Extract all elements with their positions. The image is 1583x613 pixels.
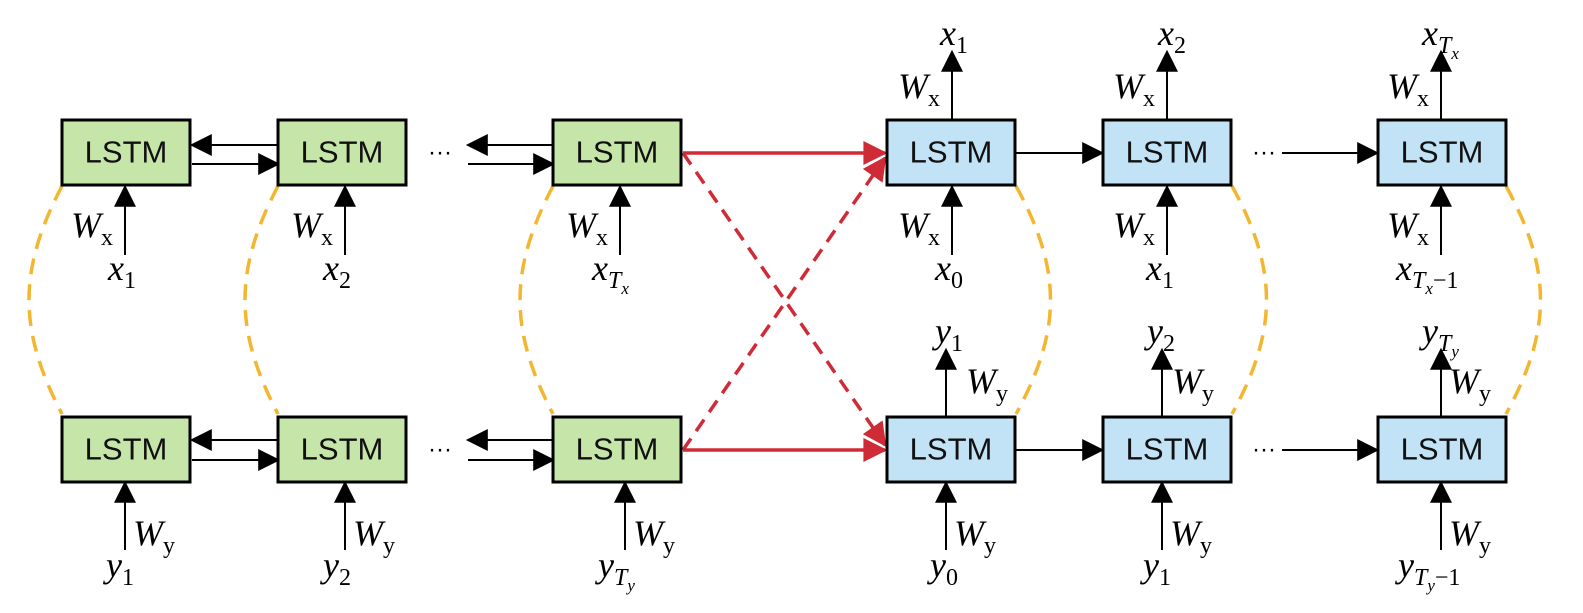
tie-arc	[243, 185, 280, 415]
label-wx: Wx	[566, 205, 608, 251]
label-wy: Wy	[133, 513, 175, 559]
decoder-connections	[1016, 142, 1380, 461]
label-wx: Wx	[1113, 205, 1155, 251]
ellipsis: ···	[428, 436, 452, 463]
lstm-label: LSTM	[910, 432, 993, 467]
tie-arc	[1014, 185, 1053, 415]
label-x2: x2	[322, 248, 351, 294]
ellipsis: ···	[1252, 139, 1276, 166]
ellipsis: ···	[428, 139, 452, 166]
label-wx: Wx	[1387, 205, 1429, 251]
lstm-cell	[551, 415, 683, 484]
lstm-cell	[60, 118, 192, 187]
lstm-cell	[1376, 415, 1508, 484]
lstm-label: LSTM	[910, 135, 993, 170]
label-wy: Wy	[353, 513, 395, 559]
label-y2: y2	[1144, 311, 1175, 357]
label-y1: y1	[932, 311, 963, 357]
label-yty-minus1: yTy−1	[1395, 545, 1460, 595]
label-wy: Wy	[1172, 361, 1214, 407]
lstm-label: LSTM	[576, 135, 659, 170]
lstm-cell	[1376, 118, 1508, 187]
label-wy: Wy	[966, 361, 1008, 407]
lstm-cell	[885, 415, 1017, 484]
lstm-cell	[276, 118, 408, 187]
label-wy: Wy	[1449, 361, 1491, 407]
label-wy: Wy	[954, 513, 996, 559]
label-wx: Wx	[71, 205, 113, 251]
lstm-label: LSTM	[301, 135, 384, 170]
label-wx: Wx	[291, 205, 333, 251]
arrow-x-to-y	[681, 152, 887, 447]
tie-arc	[1230, 185, 1269, 415]
lstm-label: LSTM	[1126, 135, 1209, 170]
label-x2: x2	[1157, 13, 1186, 59]
tied-weight-arcs	[27, 185, 1543, 415]
lstm-label: LSTM	[1126, 432, 1209, 467]
tie-arc	[27, 185, 64, 415]
encoder-connections	[189, 134, 556, 471]
io-arrows	[114, 49, 1452, 550]
encoder-to-decoder-arrows	[681, 141, 888, 462]
lstm-label: LSTM	[85, 432, 168, 467]
lstm-cell	[276, 415, 408, 484]
label-x1: x1	[939, 13, 968, 59]
lstm-cell	[1101, 415, 1233, 484]
label-wy: Wy	[1170, 513, 1212, 559]
label-wx: Wx	[898, 66, 940, 112]
lstm-label: LSTM	[85, 135, 168, 170]
label-xtx: xTx	[1421, 13, 1459, 63]
lstm-label: LSTM	[1401, 432, 1484, 467]
arrow-y-to-x	[681, 156, 887, 451]
lstm-label: LSTM	[301, 432, 384, 467]
label-y1: y1	[1140, 545, 1171, 591]
label-y1: y1	[103, 545, 134, 591]
label-xtx-minus1: xTx−1	[1395, 248, 1458, 298]
label-yty: yTy	[1419, 311, 1459, 361]
label-x1: x1	[1145, 248, 1174, 294]
decoder-x-row: LSTM LSTM LSTM	[885, 118, 1508, 187]
lstm-cell	[885, 118, 1017, 187]
label-wx: Wx	[898, 205, 940, 251]
label-wx: Wx	[1113, 66, 1155, 112]
label-yty: yTy	[595, 545, 635, 595]
lstm-label: LSTM	[1401, 135, 1484, 170]
label-wy: Wy	[1449, 513, 1491, 559]
label-x1: x1	[107, 248, 136, 294]
label-wx: Wx	[1387, 66, 1429, 112]
label-xtx: xTx	[591, 248, 629, 298]
lstm-cell	[1101, 118, 1233, 187]
encoder-y-row: LSTM LSTM LSTM	[60, 415, 683, 484]
decoder-y-row: LSTM LSTM LSTM	[885, 415, 1508, 484]
ellipsis: ···	[1252, 436, 1276, 463]
lstm-cell	[60, 415, 192, 484]
label-y2: y2	[320, 545, 351, 591]
encoder-x-row: LSTM LSTM LSTM	[60, 118, 683, 187]
label-y0: y0	[927, 545, 958, 591]
label-x0: x0	[934, 248, 963, 294]
tie-arc	[1504, 185, 1543, 415]
lstm-label: LSTM	[576, 432, 659, 467]
label-wy: Wy	[633, 513, 675, 559]
ellipses: ··· ··· ··· ···	[428, 139, 1276, 463]
lstm-cell	[551, 118, 683, 187]
tie-arc	[518, 185, 555, 415]
